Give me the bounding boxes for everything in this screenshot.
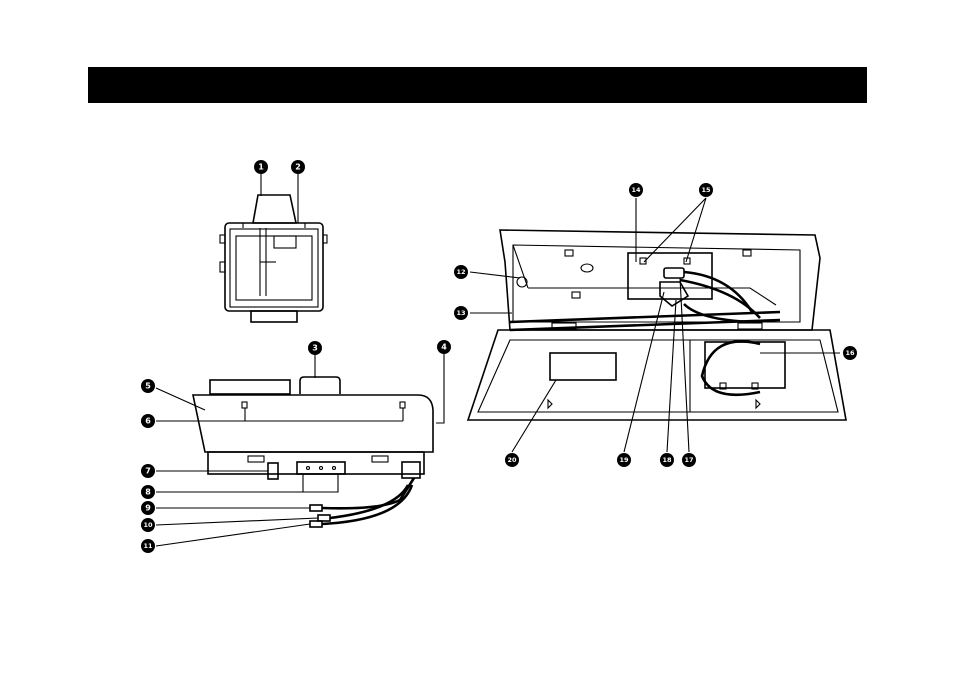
- svg-text:12: 12: [456, 268, 465, 276]
- svg-text:4: 4: [441, 343, 447, 352]
- callout-3: 3: [308, 341, 322, 355]
- callout-8: 8: [141, 485, 155, 499]
- svg-text:17: 17: [684, 456, 693, 464]
- callout-19: 19: [617, 453, 631, 467]
- svg-text:19: 19: [619, 456, 629, 464]
- callout-4: 4: [437, 340, 451, 354]
- callout-16: 16: [843, 346, 857, 360]
- svg-text:3: 3: [312, 344, 318, 353]
- svg-text:20: 20: [507, 456, 517, 464]
- callout-10: 10: [141, 518, 155, 532]
- svg-text:9: 9: [145, 504, 151, 513]
- callout-5: 5: [141, 379, 155, 393]
- callout-17: 17: [682, 453, 696, 467]
- svg-text:18: 18: [662, 456, 672, 464]
- callout-12: 12: [454, 265, 468, 279]
- front-view: [220, 195, 327, 322]
- svg-text:16: 16: [845, 349, 855, 357]
- open-housing-view: [468, 230, 846, 420]
- svg-text:15: 15: [701, 186, 711, 194]
- svg-text:14: 14: [631, 186, 641, 194]
- callout-13: 13: [454, 306, 468, 320]
- callout-9: 9: [141, 501, 155, 515]
- callout-14: 14: [629, 183, 643, 197]
- callout-1: 1: [254, 160, 268, 174]
- callout-labels: 1 2 3 4 5 6 7 8 9 10 11 12 13 14 15 16 1…: [141, 160, 857, 553]
- callout-15: 15: [699, 183, 713, 197]
- svg-text:13: 13: [456, 309, 465, 317]
- svg-text:11: 11: [143, 542, 153, 550]
- callout-20: 20: [505, 453, 519, 467]
- leader-lines: [156, 174, 840, 546]
- callout-2: 2: [291, 160, 305, 174]
- svg-text:2: 2: [295, 163, 301, 172]
- callout-18: 18: [660, 453, 674, 467]
- callout-6: 6: [141, 414, 155, 428]
- svg-text:1: 1: [258, 163, 264, 172]
- svg-text:10: 10: [143, 521, 153, 529]
- callout-7: 7: [141, 464, 155, 478]
- callout-11: 11: [141, 539, 155, 553]
- svg-text:8: 8: [145, 488, 151, 497]
- side-view: [193, 377, 433, 527]
- svg-text:5: 5: [145, 382, 151, 391]
- svg-text:7: 7: [145, 467, 151, 476]
- svg-text:6: 6: [145, 417, 151, 426]
